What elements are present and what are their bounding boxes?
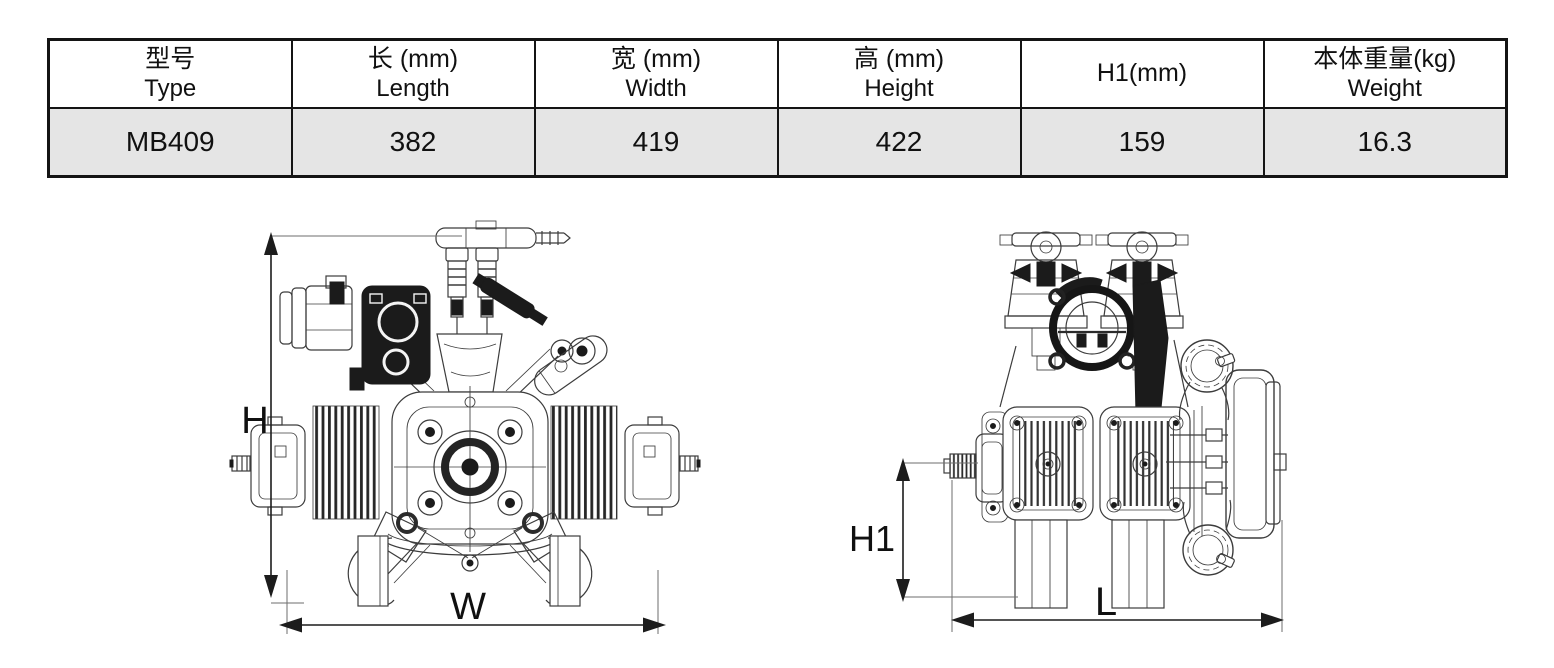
col-header-length: 长 (mm) Length [290,38,536,109]
head-1 [1002,406,1094,521]
engine-side-art [943,231,1287,609]
h-dimension: H [241,232,462,604]
col-header-width-zh: 宽 (mm) [610,44,702,73]
front-view-drawing: H W [229,220,701,634]
cylinder-left [229,405,380,520]
col-header-height: 高 (mm) Height [776,38,1022,109]
col-header-h1-zh: H1(mm) [1096,59,1188,88]
side-mount-legs [1014,519,1165,609]
canister [279,275,353,351]
h1-dimension: H1 [849,458,1018,602]
cell-weight: 16.3 [1262,107,1508,178]
throttle-body [1048,277,1169,419]
cell-width: 419 [533,107,779,178]
cylinder-right [550,405,701,520]
rocker-tower-1 [999,231,1093,371]
dim-label-h: H [241,400,268,442]
col-header-weight-en: Weight [1347,75,1422,103]
rear-housing [1166,369,1287,539]
col-header-weight: 本体重量(kg) Weight [1262,38,1508,109]
dim-label-h1: H1 [849,518,895,559]
cell-h1: 159 [1019,107,1265,178]
col-header-width: 宽 (mm) Width [533,38,779,109]
dim-label-l: L [1095,580,1117,624]
spec-row: MB409 382 419 422 159 16.3 [47,107,1508,178]
injector-left [445,247,469,334]
col-header-type: 型号 Type [47,38,293,109]
spec-table: 型号 Type 长 (mm) Length 宽 (mm) Width 高 (mm… [47,38,1508,178]
diagonal-injector [472,273,548,326]
col-header-height-en: Height [864,75,934,103]
col-header-weight-zh: 本体重量(kg) [1313,44,1457,73]
engine-front-art [229,220,701,607]
cell-height: 422 [776,107,1022,178]
cell-type: MB409 [47,107,293,178]
w-dimension: W [279,570,666,634]
col-header-h1: H1(mm) [1019,38,1265,109]
starter-motor [534,335,608,396]
col-header-length-en: Length [376,75,450,103]
crankcase [391,386,549,552]
ignition-cover [349,285,431,391]
col-header-type-zh: 型号 [145,44,196,73]
crankshaft-stub [943,411,1009,523]
head-2 [1099,406,1191,521]
col-header-height-zh: 高 (mm) [853,44,945,73]
rocker-tower-2 [1095,231,1189,371]
col-header-width-en: Width [625,75,687,103]
col-header-length-zh: 长 (mm) [367,44,459,73]
injector-right [475,247,499,334]
header-row: 型号 Type 长 (mm) Length 宽 (mm) Width 高 (mm… [47,38,1508,109]
col-header-type-en: Type [144,75,197,103]
side-view-drawing: H1 L [849,231,1287,632]
wiring-harness [1132,279,1169,419]
damper-disc-top [1178,339,1236,421]
engine-mounts [347,511,593,607]
cell-length: 382 [290,107,536,178]
damper-disc-bottom [1182,499,1235,576]
l-dimension: L [951,480,1284,632]
dim-label-w: W [450,586,486,628]
